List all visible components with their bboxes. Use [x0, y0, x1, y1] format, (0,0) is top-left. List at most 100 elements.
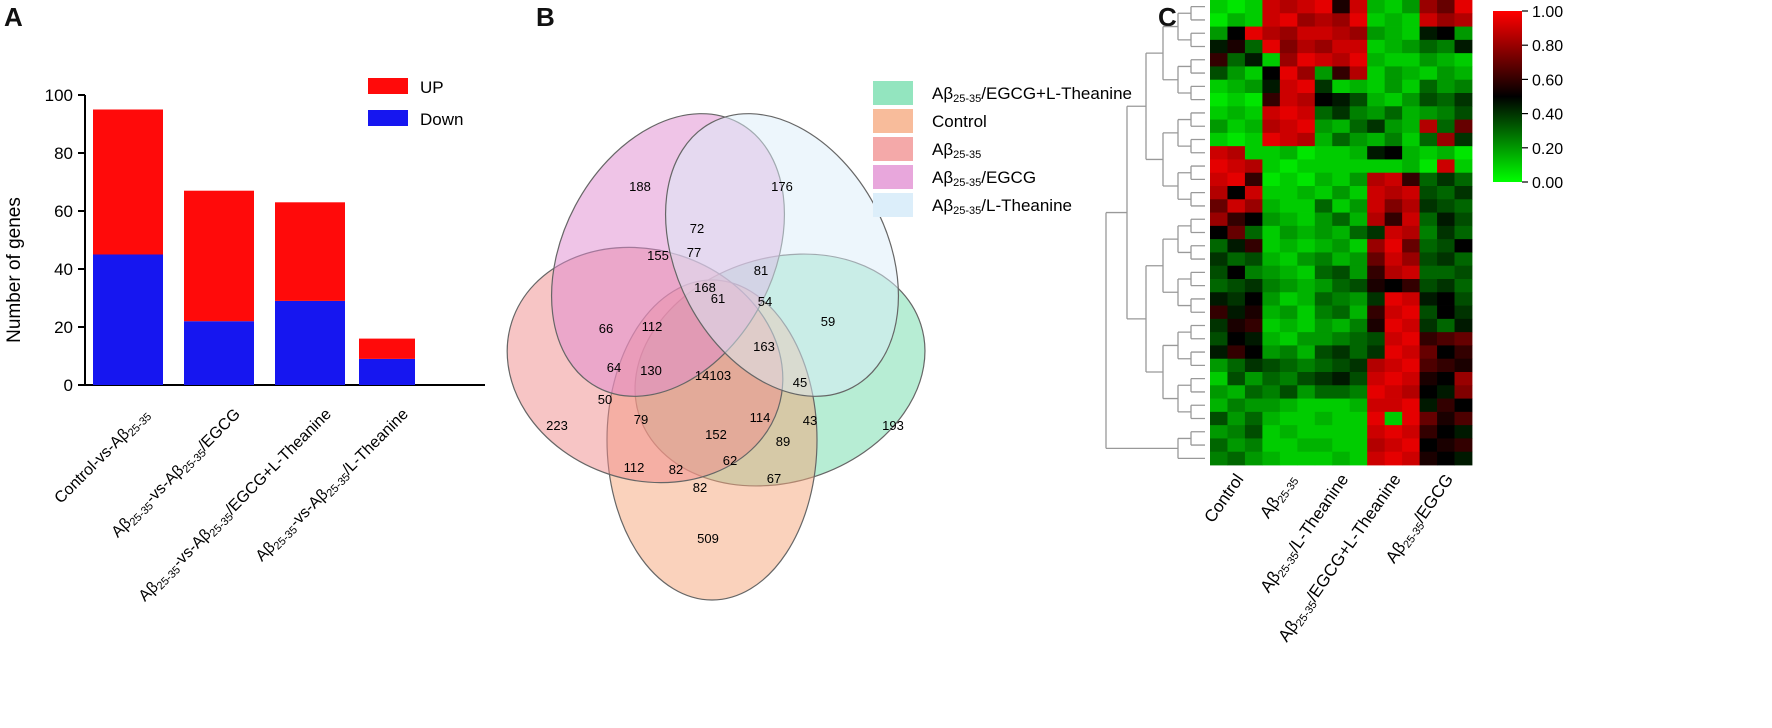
heatmap-cell — [1332, 252, 1351, 267]
heatmap-cell — [1419, 186, 1438, 200]
heatmap-cell — [1437, 239, 1455, 253]
heatmap-cell — [1367, 172, 1386, 187]
heatmap-cell — [1419, 372, 1438, 386]
heatmap-cell — [1244, 146, 1263, 160]
venn-legend-swatch — [873, 137, 913, 161]
heatmap-cell — [1367, 93, 1386, 107]
heatmap-cell — [1262, 438, 1281, 453]
heatmap-cell — [1367, 39, 1386, 54]
heatmap-cell — [1332, 119, 1351, 134]
heatmap-cell — [1279, 26, 1298, 41]
heatmap-cell — [1437, 345, 1455, 360]
heatmap-cell — [1367, 345, 1386, 360]
heatmap-cell — [1367, 279, 1386, 293]
heatmap-cell — [1332, 66, 1351, 81]
heatmap-cell — [1437, 265, 1455, 280]
heatmap-cell — [1314, 318, 1333, 333]
heatmap-cell — [1244, 172, 1263, 187]
heatmap-cell — [1297, 411, 1316, 426]
heatmap-cell — [1279, 39, 1298, 54]
heatmap-cell — [1244, 159, 1263, 174]
heatmap-cell — [1402, 252, 1420, 267]
heatmap-cell — [1437, 425, 1455, 439]
heatmap-cell — [1384, 451, 1403, 466]
heatmap-cell — [1297, 438, 1316, 453]
heatmap-cell — [1402, 66, 1420, 81]
heatmap-cell — [1332, 159, 1351, 174]
heatmap-cell — [1314, 252, 1333, 267]
heatmap-cell — [1314, 425, 1333, 439]
venn-count: 72 — [690, 221, 704, 236]
heatmap-cell — [1262, 332, 1281, 346]
heatmap-cell — [1454, 239, 1473, 253]
heatmap-cell — [1279, 106, 1298, 120]
heatmap-cell — [1402, 332, 1420, 346]
heatmap-cell — [1384, 372, 1403, 386]
heatmap-cell — [1227, 292, 1246, 306]
heatmap-cell — [1332, 186, 1351, 200]
heatmap-cell — [1437, 199, 1455, 213]
venn-legend-label: Aβ25-35​/EGCG — [932, 168, 1036, 189]
heatmap-cell — [1349, 66, 1368, 81]
heatmap-cell — [1384, 53, 1403, 67]
heatmap-cell — [1210, 318, 1228, 333]
heatmap-cell — [1367, 119, 1386, 134]
colorbar-tick-label: 0.40 — [1532, 107, 1563, 124]
heatmap-cell — [1244, 132, 1263, 147]
heatmap-cell — [1279, 318, 1298, 333]
venn-legend-label: Aβ25-35​/EGCG+L-Theanine — [932, 84, 1132, 105]
heatmap-cell — [1227, 186, 1246, 200]
heatmap-cell — [1332, 265, 1351, 280]
heatmap-cell — [1244, 305, 1263, 320]
heatmap-cell — [1244, 186, 1263, 200]
heatmap-cell — [1244, 212, 1263, 227]
heatmap-cell — [1332, 372, 1351, 386]
heatmap-cell — [1402, 305, 1420, 320]
heatmap-cell — [1384, 26, 1403, 41]
heatmap-cell — [1227, 252, 1246, 267]
heatmap-column-label: Aβ25-35​/L-Theanine — [1256, 470, 1354, 597]
heatmap-cell — [1210, 159, 1228, 174]
venn-count: 509 — [697, 531, 719, 546]
heatmap-cell — [1437, 0, 1455, 14]
heatmap-cell — [1210, 13, 1228, 27]
heatmap-cell — [1297, 212, 1316, 227]
heatmap-cell — [1227, 279, 1246, 293]
heatmap-cell — [1332, 292, 1351, 306]
heatmap-cell — [1367, 66, 1386, 81]
heatmap-cell — [1314, 265, 1333, 280]
heatmap-cell — [1437, 146, 1455, 160]
heatmap-cell — [1210, 119, 1228, 134]
venn-count: 188 — [629, 179, 651, 194]
heatmap-cell — [1227, 26, 1246, 41]
heatmap-cell — [1349, 132, 1368, 147]
heatmap-cell — [1227, 13, 1246, 27]
heatmap-cell — [1332, 172, 1351, 187]
heatmap-cell — [1349, 411, 1368, 426]
heatmap-cell — [1297, 132, 1316, 147]
heatmap-cell — [1367, 332, 1386, 346]
heatmap-cell — [1227, 265, 1246, 280]
venn-legend-label: Control — [932, 112, 987, 131]
heatmap-column-label: Aβ25-35​ — [1256, 470, 1301, 522]
heatmap-cell — [1384, 225, 1403, 240]
heatmap-cell — [1384, 146, 1403, 160]
heatmap-cell — [1384, 119, 1403, 134]
heatmap-cell — [1437, 79, 1455, 94]
heatmap-cell — [1349, 93, 1368, 107]
heatmap-cell — [1419, 212, 1438, 227]
bar-segment-down — [275, 300, 345, 385]
heatmap-cell — [1402, 13, 1420, 27]
heatmap-cell — [1367, 292, 1386, 306]
heatmap-cell — [1419, 451, 1438, 466]
venn-count: 155 — [647, 248, 669, 263]
heatmap-cell — [1244, 425, 1263, 439]
heatmap-cell — [1419, 292, 1438, 306]
heatmap-cell — [1210, 212, 1228, 227]
heatmap-cell — [1454, 119, 1473, 134]
heatmap-cell — [1402, 53, 1420, 67]
heatmap-cell — [1437, 332, 1455, 346]
heatmap-cell — [1454, 265, 1473, 280]
heatmap-cell — [1210, 292, 1228, 306]
venn-count: 112 — [624, 460, 645, 475]
